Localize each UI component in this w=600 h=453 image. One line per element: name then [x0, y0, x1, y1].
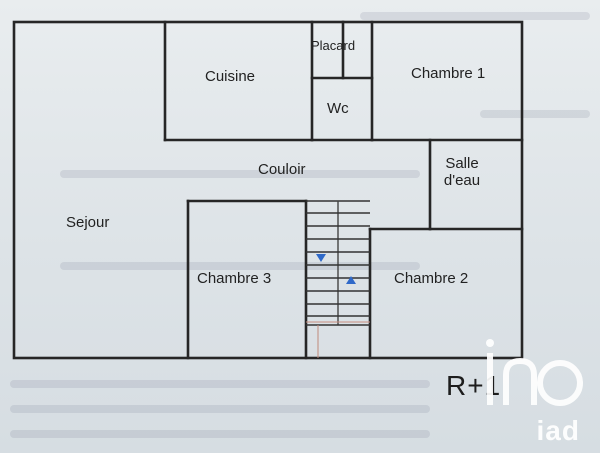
room-label-cuisine: Cuisine: [205, 68, 256, 85]
room-label-salle-deau: Salle d'eau: [434, 155, 490, 189]
room-label-wc: Wc: [327, 100, 349, 117]
room-label-placard: Placard: [311, 38, 356, 53]
room-label-salle-line1: Salle: [445, 155, 479, 172]
background-text-line: [60, 170, 420, 178]
iad-brand-text: iad: [536, 415, 580, 446]
room-label-chambre3: Chambre 3: [197, 270, 272, 287]
background-text-line: [10, 405, 430, 413]
room-label-chambre2: Chambre 2: [394, 270, 469, 287]
staircase: [306, 200, 370, 358]
background-text-line: [10, 430, 430, 438]
background-text-line: [480, 110, 590, 118]
walls: [12, 20, 524, 360]
iad-logo-icon: [486, 339, 583, 406]
room-label-sejour: Sejour: [66, 214, 110, 231]
background-text-line: [60, 262, 420, 270]
outer-wall: [12, 20, 524, 360]
room-label-salle-line2: d'eau: [443, 171, 481, 189]
room-label-couloir: Couloir: [258, 161, 306, 178]
background-text-line: [10, 380, 430, 388]
background-text-line: [360, 12, 590, 20]
stair-arrows-icon: [316, 254, 356, 284]
room-label-chambre1: Chambre 1: [411, 65, 486, 82]
